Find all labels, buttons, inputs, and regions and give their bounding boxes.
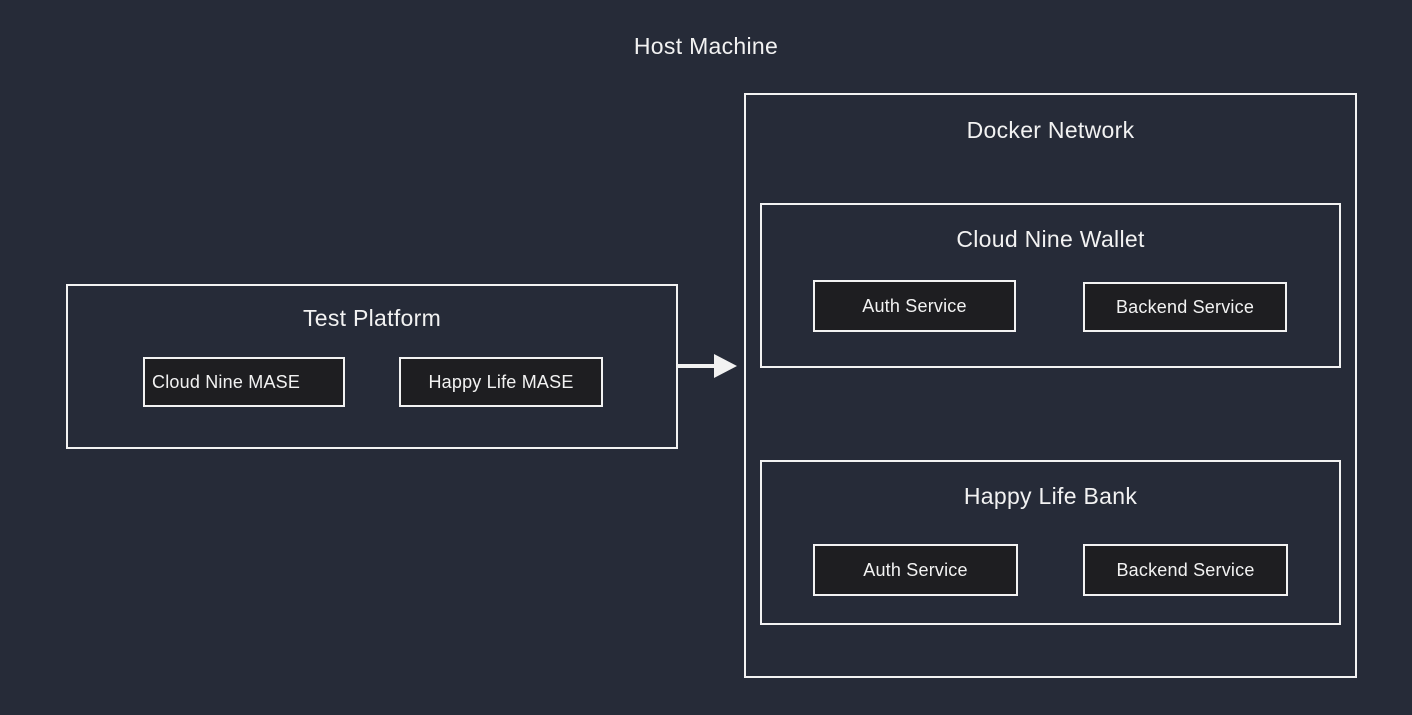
docker-network-box: Docker Network Cloud Nine Wallet Auth Se… [744,93,1357,678]
cloud-nine-wallet-backend-service-label: Backend Service [1115,296,1255,317]
happy-life-bank-box: Happy Life Bank Auth Service Backend Ser… [760,460,1341,625]
test-platform-box: Test Platform Cloud Nine MASE Happy Life… [66,284,678,449]
happy-life-mase-label: Happy Life MASE [428,371,574,392]
happy-life-mase-box: Happy Life MASE [399,357,603,407]
host-machine-label: Host Machine [633,33,779,59]
arrow-head-icon [714,354,737,378]
docker-network-title: Docker Network [966,117,1135,143]
happy-life-bank-title: Happy Life Bank [963,483,1138,509]
cloud-nine-mase-label: Cloud Nine MASE [152,371,301,392]
cloud-nine-wallet-title: Cloud Nine Wallet [956,226,1145,252]
test-platform-title: Test Platform [302,305,442,331]
cloud-nine-wallet-auth-service-box: Auth Service [813,280,1016,332]
cloud-nine-mase-box: Cloud Nine MASE [143,357,345,407]
cloud-nine-wallet-auth-service-label: Auth Service [862,295,967,316]
arrow-line [678,364,717,368]
happy-life-bank-auth-service-label: Auth Service [863,559,968,580]
cloud-nine-wallet-box: Cloud Nine Wallet Auth Service Backend S… [760,203,1341,368]
happy-life-bank-backend-service-label: Backend Service [1116,559,1255,580]
happy-life-bank-auth-service-box: Auth Service [813,544,1018,596]
cloud-nine-wallet-backend-service-box: Backend Service [1083,282,1287,332]
happy-life-bank-backend-service-box: Backend Service [1083,544,1288,596]
